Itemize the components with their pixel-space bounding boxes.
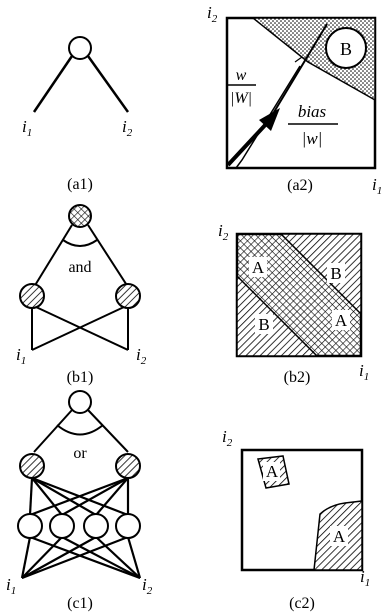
input-sub-right: 2 xyxy=(127,127,133,139)
bias-numerator: bias xyxy=(298,102,327,121)
label-bg-a-top xyxy=(249,257,267,277)
label-bg-b-bottom xyxy=(255,314,273,334)
panel-b2: A B B A i2 i1 (b2) xyxy=(218,221,369,386)
svg-text:i1: i1 xyxy=(359,361,369,383)
region-label-a-lower: A xyxy=(333,527,346,546)
region-b-label: B xyxy=(340,39,352,59)
svg-text:i2: i2 xyxy=(207,3,218,25)
label-bg-a-upper xyxy=(263,462,280,481)
svg-text:i1: i1 xyxy=(360,567,370,589)
input-sub-right: 2 xyxy=(147,585,153,597)
input-label-right: i xyxy=(122,117,127,136)
axis-y-label: i xyxy=(222,427,227,446)
right-angle-mark xyxy=(294,56,309,63)
caption-c1: (c1) xyxy=(67,595,93,612)
output-neuron xyxy=(68,36,92,60)
edges-hidden1-to-hidden2 xyxy=(28,476,130,517)
hidden2-neuron-1 xyxy=(17,513,43,539)
edges-hidden2-to-inputs xyxy=(20,535,142,580)
label-bg-a-lower xyxy=(330,526,348,546)
axis-x-sub: 1 xyxy=(377,185,383,197)
label-bg-b-top xyxy=(327,263,345,283)
edge-h2-i1 xyxy=(31,306,125,351)
region-b-marker xyxy=(325,27,367,69)
caption-a2: (a2) xyxy=(287,177,313,194)
region-label-a-upper: A xyxy=(266,462,279,481)
axis-x-label: i xyxy=(359,361,364,380)
bias-denominator: |w| xyxy=(302,129,323,148)
weight-numerator: w xyxy=(236,67,247,84)
hidden2-neuron-3 xyxy=(83,513,109,539)
panel-a1: i1 i2 (a1) xyxy=(22,36,133,193)
panel-c1: or i1 i2 (c1) xyxy=(6,390,153,612)
edge-h1-i2 xyxy=(35,306,129,351)
weight-denominator: |W| xyxy=(230,90,252,107)
svg-text:i2: i2 xyxy=(142,575,153,597)
caption-b1: (b1) xyxy=(67,369,94,386)
region-label-a-top: A xyxy=(252,258,265,277)
input-label-left: i xyxy=(6,575,11,594)
axis-y-sub: 2 xyxy=(212,13,218,25)
input-label-right: i xyxy=(136,345,141,364)
region-hatch-bottom xyxy=(236,274,319,357)
edge-left xyxy=(32,55,74,113)
region-label-b-top: B xyxy=(330,264,341,283)
region-hatch-top xyxy=(279,233,362,316)
svg-text:i1: i1 xyxy=(22,117,32,139)
hidden1-neuron-left xyxy=(19,453,45,479)
hidden-neuron-right xyxy=(115,283,141,309)
panel-a2: B w |W| bias |w| i2 i1 (a2) xyxy=(207,3,382,197)
hidden2-neuron-2 xyxy=(49,513,75,539)
svg-text:i2: i2 xyxy=(136,345,147,367)
input-sub-left: 1 xyxy=(27,127,33,139)
svg-text:i2: i2 xyxy=(122,117,133,139)
axis-y-sub: 2 xyxy=(223,231,229,243)
edge-out-left xyxy=(33,409,73,453)
axis-y-sub: 2 xyxy=(227,437,233,449)
axis-x-label: i xyxy=(360,567,365,586)
region-label-b-bottom: B xyxy=(258,315,269,334)
svg-text:i2: i2 xyxy=(218,221,229,243)
caption-c2: (c2) xyxy=(289,595,315,612)
edge-out-left xyxy=(33,224,73,288)
input-sub-left: 1 xyxy=(21,355,27,367)
input-sub-right: 2 xyxy=(141,355,147,367)
input-label-left: i xyxy=(16,345,21,364)
hidden2-neuron-4 xyxy=(115,513,141,539)
output-neuron xyxy=(68,204,92,228)
caption-a1: (a1) xyxy=(67,176,93,193)
edge-out-right xyxy=(87,409,129,453)
svg-text:i1: i1 xyxy=(6,575,16,597)
label-bg-a-bottom xyxy=(332,310,350,330)
edge-out-right xyxy=(87,224,129,288)
input-label-right: i xyxy=(142,575,147,594)
output-neuron xyxy=(68,390,92,414)
svg-text:i1: i1 xyxy=(16,345,26,367)
panel-c2: A A i2 i1 (c2) xyxy=(222,427,370,612)
axis-x-sub: 1 xyxy=(364,371,370,383)
hidden1-neuron-right xyxy=(115,453,141,479)
bias-bracket xyxy=(235,65,301,169)
panel-b1: and i1 i2 (b1) xyxy=(16,204,147,386)
input-label-left: i xyxy=(22,117,27,136)
svg-text:i1: i1 xyxy=(372,175,382,197)
or-label: or xyxy=(73,445,87,462)
weight-line xyxy=(267,23,328,123)
axis-x-sub: 1 xyxy=(365,577,371,589)
input-sub-left: 1 xyxy=(11,585,17,597)
svg-text:i2: i2 xyxy=(222,427,233,449)
axis-y-label: i xyxy=(207,3,212,22)
region-label-a-bottom: A xyxy=(335,311,348,330)
edge-right xyxy=(86,55,130,113)
and-arc xyxy=(62,239,98,247)
hidden-neuron-left xyxy=(19,283,45,309)
and-label: and xyxy=(68,259,91,276)
axis-y-label: i xyxy=(218,221,223,240)
caption-b2: (b2) xyxy=(284,369,311,386)
axis-x-label: i xyxy=(372,175,377,194)
or-arc xyxy=(56,424,104,436)
